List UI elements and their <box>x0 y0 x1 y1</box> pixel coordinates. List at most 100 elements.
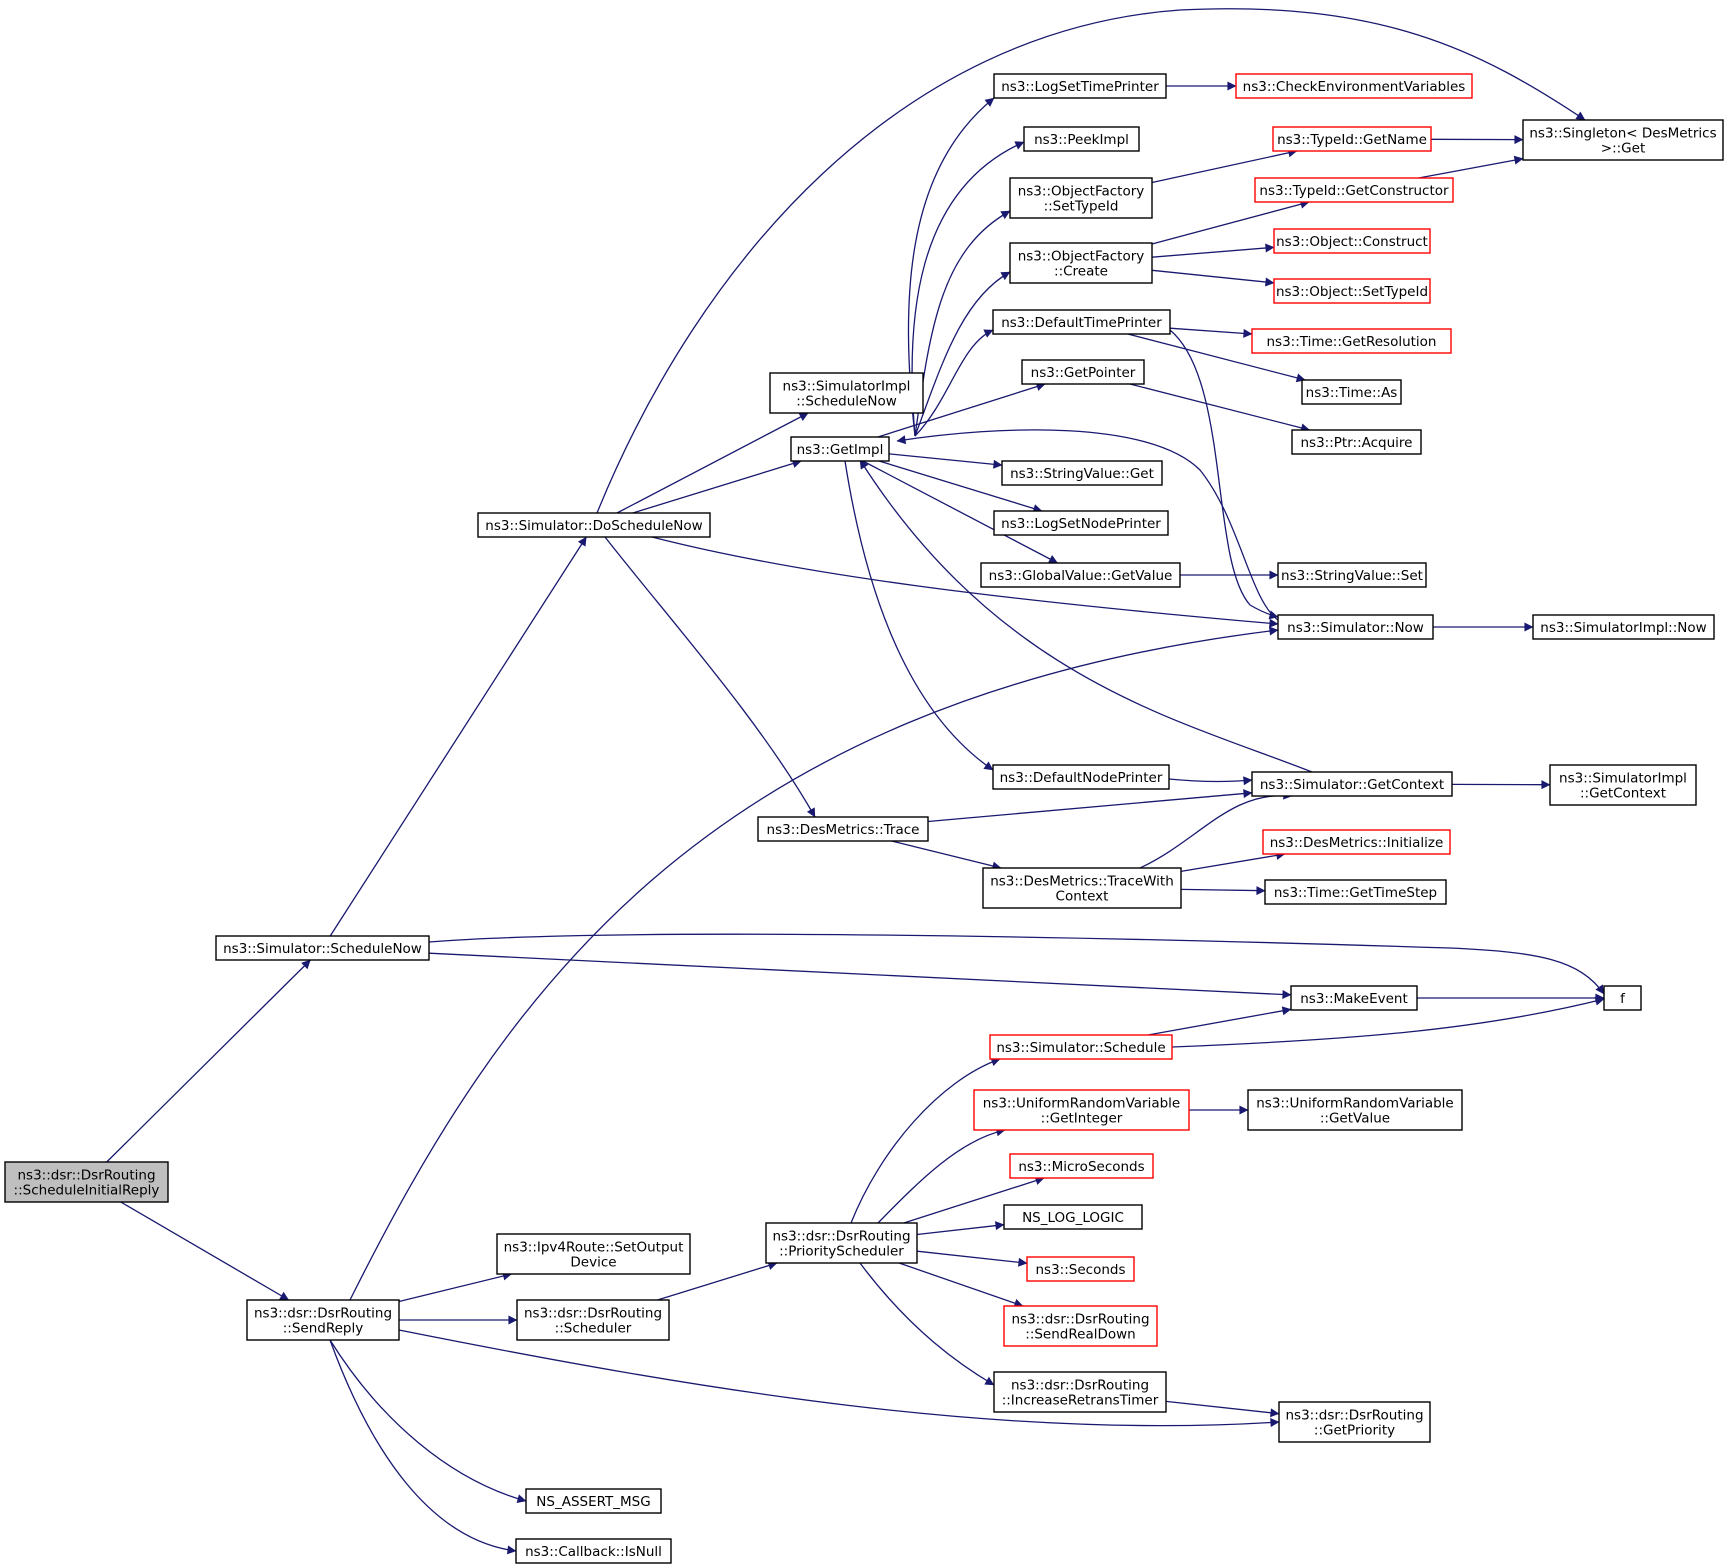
node-box <box>1262 829 1451 855</box>
node-microseconds[interactable]: ns3::MicroSeconds <box>1009 1153 1154 1179</box>
edge-sim_schednow-to-f <box>428 933 1605 995</box>
node-sim_schedule[interactable]: ns3::Simulator::Schedule <box>989 1034 1173 1060</box>
node-time_gettimestep[interactable]: ns3::Time::GetTimeStep <box>1264 879 1447 905</box>
node-checkenv[interactable]: ns3::CheckEnvironmentVariables <box>1235 73 1473 99</box>
edge-priorityscheduler-to-ns_log_logic <box>916 1221 1005 1236</box>
node-defaultnodeprinter[interactable]: ns3::DefaultNodePrinter <box>992 764 1170 790</box>
node-label: ns3::Object::Construct <box>1276 234 1428 250</box>
node-box <box>1247 1089 1463 1131</box>
node-objfact_create[interactable]: ns3::ObjectFactory::Create <box>1009 242 1153 284</box>
node-desmetrics_trace[interactable]: ns3::DesMetrics::Trace <box>757 816 929 842</box>
node-ns_assert_msg[interactable]: NS_ASSERT_MSG <box>525 1488 662 1514</box>
node-box <box>765 1222 918 1264</box>
node-makeevent[interactable]: ns3::MakeEvent <box>1290 985 1418 1011</box>
node-logsetnodeprinter[interactable]: ns3::LogSetNodePrinter <box>993 510 1169 536</box>
node-seconds[interactable]: ns3::Seconds <box>1026 1256 1135 1282</box>
edge-line <box>1169 329 1279 620</box>
node-getpointer[interactable]: ns3::GetPointer <box>1021 359 1145 385</box>
node-getimpl[interactable]: ns3::GetImpl <box>790 436 890 462</box>
node-priorityscheduler[interactable]: ns3::dsr::DsrRouting::PriorityScheduler <box>765 1222 918 1264</box>
node-label: ns3::Simulator::GetContext <box>1260 777 1444 793</box>
edge-sendreply-to-callback_isnull <box>329 1339 517 1555</box>
node-box <box>1301 379 1402 405</box>
node-singleton_get[interactable]: ns3::Singleton< DesMetrics >::Get <box>1522 119 1724 161</box>
node-logsettimeprinter[interactable]: ns3::LogSetTimePrinter <box>993 73 1167 99</box>
node-increaseretrans[interactable]: ns3::dsr::DsrRouting::IncreaseRetransTim… <box>993 1371 1167 1413</box>
node-sendreply[interactable]: ns3::dsr::DsrRouting::SendReply <box>246 1299 400 1341</box>
node-desmetrics_init[interactable]: ns3::DesMetrics::Initialize <box>1262 829 1451 855</box>
node-sim_getcontext[interactable]: ns3::Simulator::GetContext <box>1251 771 1453 797</box>
edge-getpointer-to-ptr_acquire <box>1129 383 1311 433</box>
node-time_as[interactable]: ns3::Time::As <box>1301 379 1402 405</box>
edge-desmetrics_tracewith-to-desmetrics_init <box>1180 850 1286 873</box>
node-box <box>992 309 1171 335</box>
node-ns_log_logic[interactable]: NS_LOG_LOGIC <box>1003 1204 1143 1230</box>
node-label: ns3::dsr::DsrRouting <box>254 1306 392 1322</box>
edge-sim_now-to-getimpl <box>896 429 1279 621</box>
edge-line <box>651 536 1279 628</box>
edge-defaultnodeprinter-to-sim_getcontext <box>1168 776 1253 786</box>
node-box <box>246 1299 400 1341</box>
node-simimpl_now[interactable]: ns3::SimulatorImpl::Now <box>1532 614 1715 640</box>
node-simimpl_schednow[interactable]: ns3::SimulatorImpl::ScheduleNow <box>769 372 924 414</box>
node-ptr_acquire[interactable]: ns3::Ptr::Acquire <box>1291 429 1422 455</box>
node-label: ns3::LogSetNodePrinter <box>1001 516 1161 532</box>
edge-line <box>896 429 1279 621</box>
node-objfact_settypeid[interactable]: ns3::ObjectFactory::SetTypeId <box>1009 177 1153 219</box>
node-stringvalue_get[interactable]: ns3::StringValue::Get <box>1001 460 1163 486</box>
node-object_construct[interactable]: ns3::Object::Construct <box>1273 228 1431 254</box>
node-label: ns3::Singleton< DesMetrics <box>1529 126 1716 142</box>
node-sim_schednow[interactable]: ns3::Simulator::ScheduleNow <box>215 935 430 961</box>
edge-line <box>632 459 802 514</box>
node-label: ns3::MakeEvent <box>1300 991 1408 1007</box>
node-time_getres[interactable]: ns3::Time::GetResolution <box>1251 328 1452 354</box>
edge-line <box>1151 243 1275 258</box>
node-peekimpl[interactable]: ns3::PeekImpl <box>1023 126 1140 152</box>
node-label: ns3::Object::SetTypeId <box>1276 284 1428 300</box>
edge-line <box>120 1201 290 1301</box>
node-label: ns3::TypeId::GetConstructor <box>1259 183 1449 199</box>
edge-line <box>877 382 1046 438</box>
node-object_settypeid[interactable]: ns3::Object::SetTypeId <box>1273 278 1431 304</box>
node-stringvalue_set[interactable]: ns3::StringValue::Set <box>1277 562 1427 588</box>
node-label: ::ScheduleNow <box>796 394 897 410</box>
node-label: Context <box>1056 889 1109 905</box>
node-box <box>1009 177 1153 219</box>
node-box <box>1522 119 1724 161</box>
node-urv_getinteger[interactable]: ns3::UniformRandomVariable::GetInteger <box>973 1089 1190 1131</box>
node-root[interactable]: ns3::dsr::DsrRouting::ScheduleInitialRep… <box>4 1161 169 1203</box>
node-f[interactable]: f <box>1603 985 1642 1011</box>
node-label: f <box>1620 991 1626 1007</box>
node-sendrealdown[interactable]: ns3::dsr::DsrRouting::SendRealDown <box>1003 1305 1158 1347</box>
node-doschednow[interactable]: ns3::Simulator::DoScheduleNow <box>477 512 711 538</box>
edge-line <box>891 840 1002 871</box>
node-box <box>982 867 1182 909</box>
node-label: ns3::Simulator::ScheduleNow <box>223 941 422 957</box>
node-urv_getvalue[interactable]: ns3::UniformRandomVariable::GetValue <box>1247 1089 1463 1131</box>
node-callback_isnull[interactable]: ns3::Callback::IsNull <box>515 1538 672 1564</box>
edge-line <box>349 626 1279 1301</box>
edge-line <box>1151 199 1310 245</box>
node-typeid_getctor[interactable]: ns3::TypeId::GetConstructor <box>1254 177 1454 203</box>
edge-doschednow-to-singleton_get <box>596 8 1586 514</box>
node-typeid_getname[interactable]: ns3::TypeId::GetName <box>1272 126 1432 152</box>
node-globalvalue_getvalue[interactable]: ns3::GlobalValue::GetValue <box>980 562 1181 588</box>
edge-getimpl-to-objfact_create <box>914 271 1011 437</box>
node-sim_now[interactable]: ns3::Simulator::Now <box>1277 614 1434 640</box>
node-simimpl_getcontext[interactable]: ns3::SimulatorImpl::GetContext <box>1549 764 1697 806</box>
edge-line <box>1168 776 1253 786</box>
edge-line <box>859 459 1313 773</box>
node-label: ns3::GetPointer <box>1031 365 1136 381</box>
node-box <box>1532 614 1715 640</box>
node-defaulttimeprinter[interactable]: ns3::DefaultTimePrinter <box>992 309 1171 335</box>
node-scheduler[interactable]: ns3::dsr::DsrRouting::Scheduler <box>516 1299 670 1341</box>
node-box <box>1003 1305 1158 1347</box>
node-label: ::SendReply <box>283 1321 364 1337</box>
edge-priorityscheduler-to-seconds <box>916 1250 1028 1267</box>
edge-line <box>428 933 1605 995</box>
node-getpriority[interactable]: ns3::dsr::DsrRouting::GetPriority <box>1278 1401 1431 1443</box>
node-box <box>1251 328 1452 354</box>
